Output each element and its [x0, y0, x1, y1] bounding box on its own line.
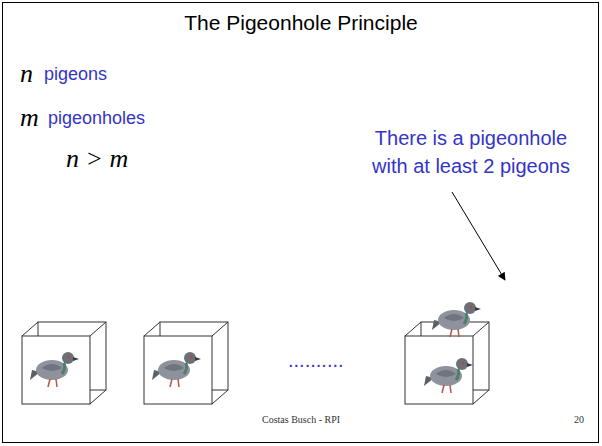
slide-footer: Costas Busch - RPI: [0, 414, 602, 426]
inequality: n > m: [66, 143, 128, 174]
callout-note: There is a pigeonhole with at least 2 pi…: [360, 124, 582, 180]
ellipsis: ..........: [288, 348, 344, 372]
leader-arrow: [452, 192, 505, 280]
pigeonhole-cube: [405, 322, 489, 404]
pigeon: [424, 358, 473, 393]
pigeon: [30, 352, 79, 387]
variable-symbol: m: [20, 102, 39, 133]
pigeon: [152, 352, 201, 387]
variable-caption: pigeonholes: [48, 108, 145, 130]
variable-caption: pigeons: [44, 64, 107, 86]
slide-frame: [3, 3, 599, 443]
pigeonhole-cube: [22, 322, 106, 404]
pigeonhole-cube: [144, 322, 228, 404]
slide-title: The Pigeonhole Principle: [0, 10, 602, 35]
slide-number: 20: [574, 414, 584, 426]
variable-symbol: n: [20, 58, 33, 89]
pigeon: [432, 302, 481, 337]
